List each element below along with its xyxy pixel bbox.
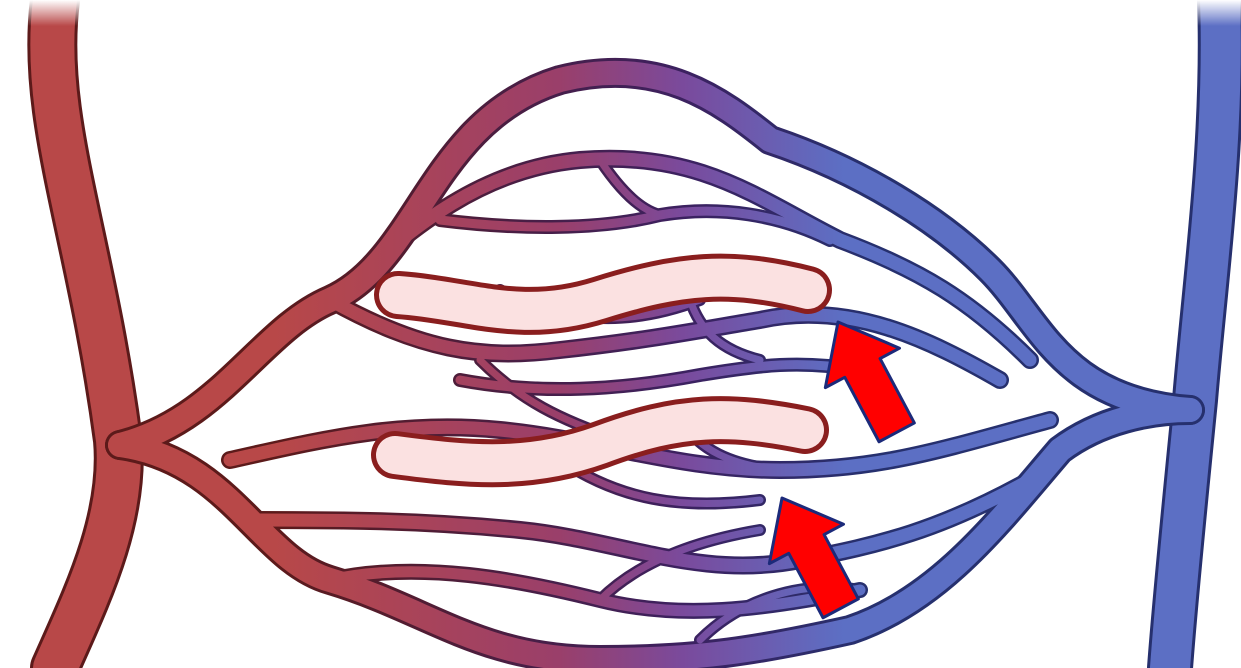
arteriole	[52, 0, 119, 668]
top-fade	[0, 0, 1241, 26]
capillary-network	[120, 73, 1190, 660]
venule	[1170, 0, 1221, 668]
closed-capillary-upper	[398, 268, 832, 312]
